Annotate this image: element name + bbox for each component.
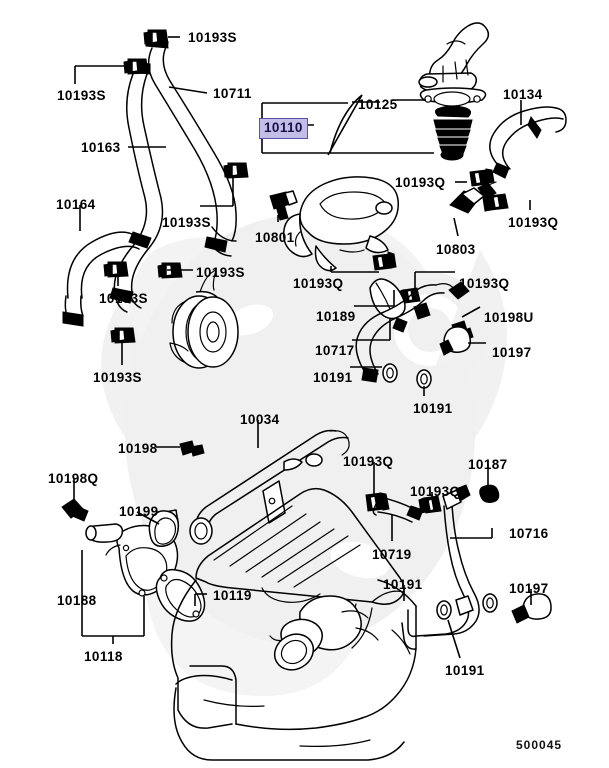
part-label-10197-1[interactable]: 10197 <box>492 345 532 360</box>
part-label-10191-3[interactable]: 10191 <box>383 577 423 592</box>
part-label-10193q-3[interactable]: 10193Q <box>293 276 344 291</box>
part-label-10198[interactable]: 10198 <box>118 441 158 456</box>
part-label-10719[interactable]: 10719 <box>372 547 412 562</box>
plug-10197-2 <box>511 593 552 624</box>
water-pipe-10034 <box>159 429 350 545</box>
part-label-10191-4[interactable]: 10191 <box>445 663 485 678</box>
part-label-10198q[interactable]: 10198Q <box>48 471 99 486</box>
bolt-10198 <box>179 440 205 457</box>
water-pump-housing <box>282 176 399 272</box>
part-label-10193s-4[interactable]: 10193S <box>196 265 245 280</box>
part-label-10134[interactable]: 10134 <box>503 87 543 102</box>
part-label-10193s-1[interactable]: 10193S <box>188 30 237 45</box>
part-label-10191-1[interactable]: 10191 <box>313 370 353 385</box>
part-label-10716[interactable]: 10716 <box>509 526 549 541</box>
bracket-10118 <box>81 550 145 644</box>
part-label-10193q-6[interactable]: 10193Q <box>410 484 461 499</box>
part-label-10193q-4[interactable]: 10193Q <box>459 276 510 291</box>
gasket-10199 <box>148 510 180 547</box>
part-label-10189[interactable]: 10189 <box>316 309 356 324</box>
oring-10191-group <box>382 363 498 620</box>
part-label-10163[interactable]: 10163 <box>81 140 121 155</box>
thermostat-10110 <box>433 105 473 161</box>
part-label-10197-2[interactable]: 10197 <box>509 581 549 596</box>
hose-10719 <box>372 496 424 523</box>
part-label-10119[interactable]: 10119 <box>213 588 252 603</box>
part-label-10125[interactable]: 10125 <box>358 97 398 112</box>
part-label-10199[interactable]: 10199 <box>119 504 159 519</box>
part-label-10164[interactable]: 10164 <box>56 197 96 212</box>
bolt-10198q <box>61 498 89 522</box>
water-filler-neck <box>418 22 490 96</box>
pipe-10717 <box>355 281 470 383</box>
gasket-10125 <box>419 87 487 107</box>
part-label-10118[interactable]: 10118 <box>84 649 123 664</box>
part-label-10034[interactable]: 10034 <box>240 412 280 427</box>
part-label-10191-2[interactable]: 10191 <box>413 401 453 416</box>
part-label-10193q-1[interactable]: 10193Q <box>395 175 446 190</box>
part-label-10193s-5[interactable]: 10193S <box>99 291 148 306</box>
part-label-10193s-2[interactable]: 10193S <box>57 88 106 103</box>
part-label-10193q-2[interactable]: 10193Q <box>508 215 559 230</box>
part-label-10717[interactable]: 10717 <box>315 343 355 358</box>
part-label-10193s-6[interactable]: 10193S <box>93 370 142 385</box>
part-label-10110[interactable]: 10110 <box>259 118 308 139</box>
part-label-10711[interactable]: 10711 <box>213 86 252 101</box>
hose-10134 <box>489 100 567 179</box>
part-label-10193s-3[interactable]: 10193S <box>162 215 211 230</box>
figure-number: 500045 <box>516 738 563 752</box>
water-pump-pulley <box>169 269 239 369</box>
hose-10189 <box>369 278 408 333</box>
part-label-10198u[interactable]: 10198U <box>484 310 534 325</box>
plug-10197-1 <box>439 326 472 356</box>
plug-10187 <box>479 484 500 503</box>
clamp-10193q-group <box>365 168 509 514</box>
part-label-10187[interactable]: 10187 <box>468 457 508 472</box>
part-label-10193q-5[interactable]: 10193Q <box>343 454 394 469</box>
leader-lines <box>73 36 532 659</box>
pipe-10716 <box>401 484 493 650</box>
sensor-10801 <box>269 190 298 221</box>
engine-block <box>170 487 417 761</box>
part-label-10801[interactable]: 10801 <box>255 230 295 245</box>
part-label-10188[interactable]: 10188 <box>57 593 97 608</box>
clamp-10193s-group <box>103 29 249 344</box>
part-label-10803[interactable]: 10803 <box>436 242 476 257</box>
hose-10164 <box>62 231 152 327</box>
